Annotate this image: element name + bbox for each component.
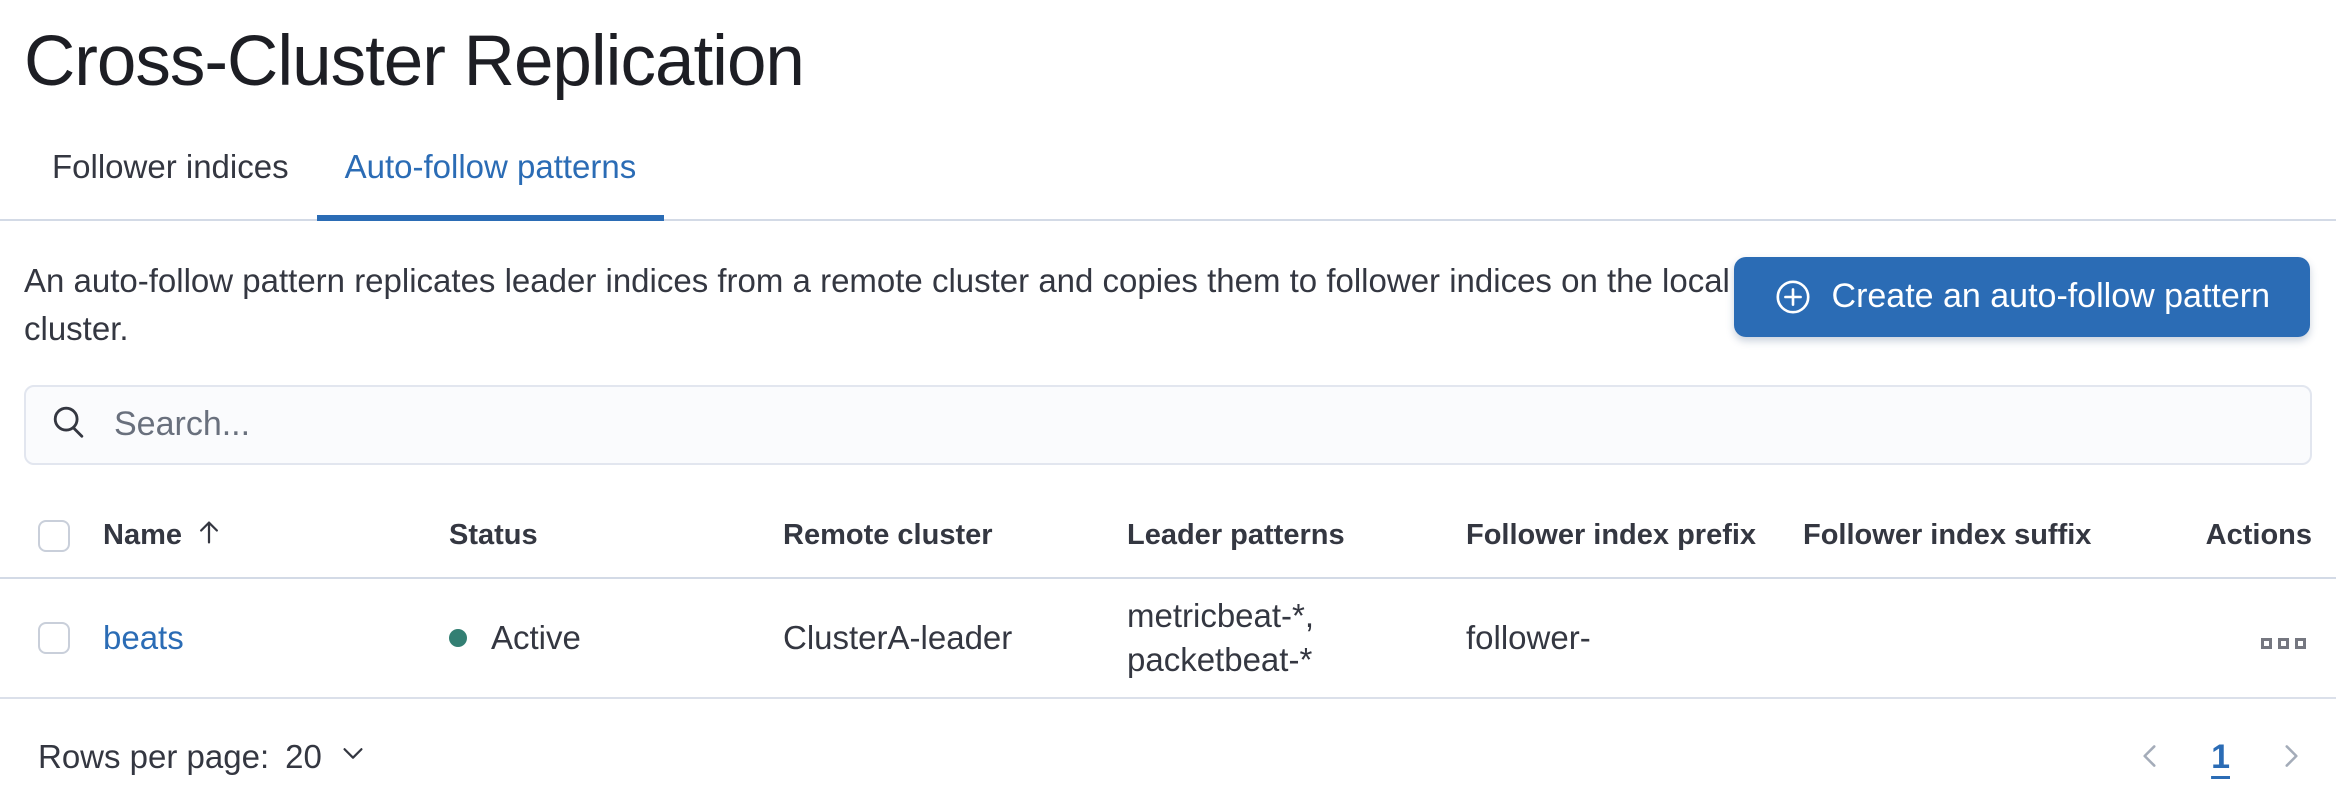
table-header-row: Name Status Remote cluster Leader patter… — [0, 495, 2336, 579]
row-checkbox[interactable] — [38, 621, 70, 654]
table-row: beats Active ClusterA-leader metricbeat-… — [0, 579, 2336, 699]
chevron-right-icon — [2274, 744, 2308, 776]
column-header-follower-index-prefix: Follower index prefix — [1466, 519, 1757, 552]
column-header-name[interactable]: Name — [103, 517, 449, 555]
tab-follower-indices[interactable]: Follower indices — [24, 137, 317, 219]
pagination: 1 — [2129, 735, 2312, 780]
search-bar — [24, 384, 2312, 465]
status-active-dot-icon — [449, 628, 467, 647]
pattern-name-link[interactable]: beats — [103, 618, 184, 656]
page-number-1[interactable]: 1 — [2211, 737, 2230, 776]
column-header-name-label: Name — [103, 519, 182, 552]
rows-per-page-label: Rows per page: — [38, 738, 270, 776]
page-description: An auto-follow pattern replicates leader… — [24, 261, 1730, 347]
chevron-left-icon — [2133, 744, 2167, 776]
column-header-remote-cluster: Remote cluster — [783, 519, 993, 552]
leader-pattern-2: packetbeat-* — [1127, 640, 1313, 678]
intro-section: An auto-follow pattern replicates leader… — [0, 256, 2336, 353]
plus-in-circle-icon — [1774, 278, 1812, 316]
row-actions-button[interactable] — [2255, 632, 2312, 655]
boxes-horizontal-icon — [2278, 637, 2289, 649]
leader-pattern-1: metricbeat-*, — [1127, 596, 1315, 634]
status-cell: Active — [449, 619, 783, 657]
create-button-label: Create an auto-follow pattern — [1831, 277, 2270, 316]
column-header-leader-patterns: Leader patterns — [1127, 519, 1345, 552]
next-page-button[interactable] — [2270, 735, 2312, 780]
sort-ascending-arrow-icon — [194, 517, 224, 555]
search-input[interactable] — [114, 405, 2286, 445]
page-title: Cross-Cluster Replication — [24, 22, 805, 101]
cell-remote-cluster: ClusterA-leader — [783, 618, 1013, 656]
previous-page-button[interactable] — [2129, 735, 2171, 780]
select-all-checkbox[interactable] — [38, 519, 70, 552]
rows-per-page-value: 20 — [285, 738, 322, 776]
tab-bar: Follower indices Auto-follow patterns — [0, 137, 2336, 221]
column-header-follower-index-suffix: Follower index suffix — [1803, 519, 2092, 552]
chevron-down-icon — [338, 738, 368, 776]
rows-per-page-button[interactable]: Rows per page: 20 — [38, 738, 368, 776]
search-icon — [50, 403, 88, 446]
column-header-status: Status — [449, 519, 538, 552]
boxes-horizontal-icon — [2295, 637, 2306, 649]
tab-auto-follow-patterns[interactable]: Auto-follow patterns — [316, 137, 665, 221]
create-auto-follow-pattern-button[interactable]: Create an auto-follow pattern — [1733, 256, 2310, 337]
cell-follower-index-prefix: follower- — [1466, 618, 1591, 656]
cell-leader-patterns: metricbeat-*, packetbeat-* — [1127, 594, 1466, 682]
boxes-horizontal-icon — [2261, 637, 2272, 649]
status-label: Active — [491, 618, 581, 656]
column-header-actions: Actions — [2205, 519, 2312, 552]
table-footer: Rows per page: 20 1 — [0, 735, 2336, 780]
